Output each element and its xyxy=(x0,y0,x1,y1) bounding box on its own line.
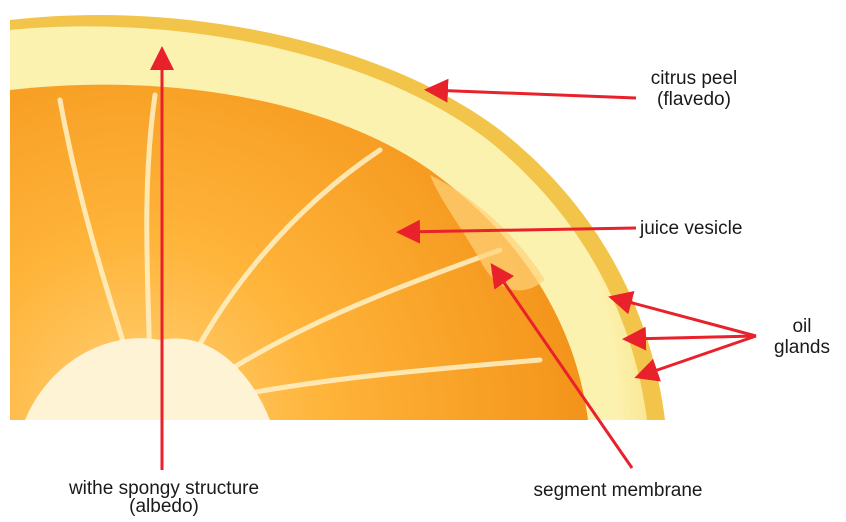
label-oil-glands-line2: glands xyxy=(766,337,838,358)
label-citrus-peel: citrus peel (flavedo) xyxy=(640,68,748,110)
label-citrus-peel-line1: citrus peel xyxy=(640,68,748,89)
label-oil-glands: oil glands xyxy=(766,316,838,358)
label-albedo: withe spongy structure (albedo) xyxy=(54,480,274,516)
label-segment-membrane: segment membrane xyxy=(522,480,714,501)
label-albedo-line2: (albedo) xyxy=(54,498,274,516)
label-citrus-peel-line2: (flavedo) xyxy=(640,89,748,110)
arrow-oil-gland-2 xyxy=(628,336,756,339)
label-juice-vesicle: juice vesicle xyxy=(640,218,742,239)
arrow-citrus-peel xyxy=(430,90,636,98)
label-oil-glands-line1: oil xyxy=(766,316,838,337)
arrow-oil-gland-3 xyxy=(640,336,756,376)
label-juice-vesicle-text: juice vesicle xyxy=(640,218,742,239)
label-segment-membrane-text: segment membrane xyxy=(522,480,714,501)
